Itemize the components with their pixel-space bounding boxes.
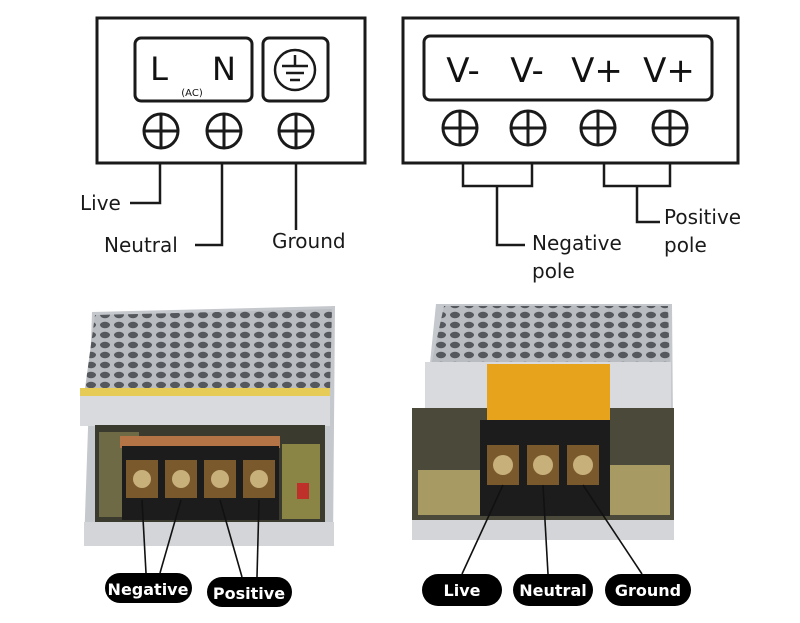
tag-neutral: Neutral <box>513 574 593 606</box>
tag-ground: Ground <box>605 574 691 606</box>
negative-pole-label-line2: pole <box>532 259 575 283</box>
negative-pole-label-line1: Negative <box>532 231 622 255</box>
amber-cover <box>487 364 610 422</box>
live-label: Live <box>80 191 121 215</box>
ground-label: Ground <box>272 229 346 253</box>
dc-terminal-3: V+ <box>571 51 623 91</box>
tag-negative: Negative <box>105 573 192 603</box>
positive-pole-label-line2: pole <box>664 233 707 257</box>
svg-text:Negative: Negative <box>108 580 189 599</box>
power-supply-photo-left <box>80 306 335 546</box>
tag-positive: Positive <box>207 577 292 607</box>
ground-screw-icon <box>277 112 315 150</box>
ground-symbol-box <box>261 36 330 103</box>
negative-screw-2-icon <box>509 109 547 147</box>
dc-terminal-block <box>122 446 279 520</box>
ln-label-box <box>133 36 254 103</box>
neutral-screw-icon <box>205 112 243 150</box>
live-terminal-letter: L <box>150 50 168 88</box>
svg-text:Ground: Ground <box>615 581 681 600</box>
terminal-screw-icon <box>533 455 553 475</box>
power-supply-photo-right <box>412 304 674 540</box>
dc-terminal-4: V+ <box>643 51 695 91</box>
positive-screw-2-icon <box>651 109 689 147</box>
terminal-screw-icon <box>493 455 513 475</box>
dc-terminal-1: V- <box>446 51 480 91</box>
ac-leader-lines <box>130 163 298 247</box>
dc-leader-lines <box>461 163 672 247</box>
terminal-screw-icon <box>211 470 229 488</box>
terminal-screw-icon <box>172 470 190 488</box>
photo-callout-lines <box>141 484 643 578</box>
svg-text:Positive: Positive <box>213 584 285 603</box>
neutral-label: Neutral <box>104 233 178 257</box>
dc-label-box <box>422 34 714 102</box>
earth-ground-icon <box>273 48 317 92</box>
terminal-screw-icon <box>133 470 151 488</box>
neutral-terminal-letter: N <box>212 50 236 88</box>
negative-screw-1-icon <box>441 109 479 147</box>
dc-output-panel: V- V- V+ V+ <box>401 16 740 165</box>
positive-pole-label-line1: Positive <box>664 205 741 229</box>
positive-screw-1-icon <box>579 109 617 147</box>
dc-terminal-2: V- <box>510 51 544 91</box>
svg-text:Live: Live <box>444 581 481 600</box>
ac-terminal-block <box>480 420 610 516</box>
svg-text:Neutral: Neutral <box>519 581 586 600</box>
live-screw-icon <box>142 112 180 150</box>
terminal-screw-icon <box>573 455 593 475</box>
ac-input-panel: L N (AC) <box>95 16 367 165</box>
ac-note: (AC) <box>181 88 203 99</box>
tag-live: Live <box>422 574 502 606</box>
terminal-screw-icon <box>250 470 268 488</box>
